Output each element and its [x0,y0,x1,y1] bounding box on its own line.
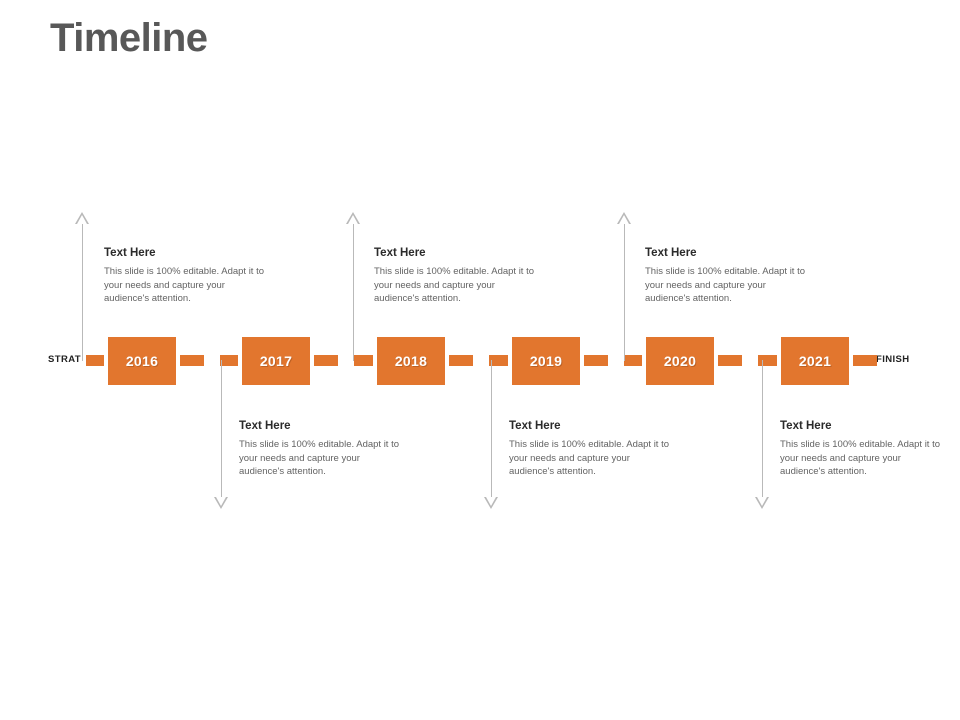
rail-dash [176,355,204,366]
milestone-box-2019[interactable]: 2019 [512,337,580,385]
rail-dash [310,355,338,366]
connector-stem-down [221,360,222,497]
milestone-year-label: 2017 [259,353,293,369]
milestone-year-label: 2020 [663,353,697,369]
callout-heading: Text Here [239,420,291,432]
arrow-up-icon [617,212,631,224]
callout-heading: Text Here [780,420,832,432]
milestone-box-2021[interactable]: 2021 [781,337,849,385]
callout-body: This slide is 100% editable. Adapt it to… [374,266,535,304]
callout-heading: Text Here [104,247,156,259]
timeline-start-label: STRAT [48,354,81,365]
callout-heading: Text Here [509,420,561,432]
rail-dash [758,355,786,366]
callout-heading: Text Here [645,247,697,259]
rail-dash [624,355,652,366]
rail-dash [445,355,473,366]
timeline-finish-label: FINISH [876,354,910,365]
callout-below-2021: Text Here This slide is 100% editable. A… [780,419,948,479]
rail-dash [849,355,877,366]
arrow-down-icon [755,497,769,509]
callout-below-2017: Text Here This slide is 100% editable. A… [239,419,407,479]
callout-above-2016: Text Here This slide is 100% editable. A… [104,246,272,306]
callout-body: This slide is 100% editable. Adapt it to… [645,266,806,304]
connector-stem-down [762,360,763,497]
arrow-down-icon [214,497,228,509]
connector-stem-down [491,360,492,497]
connector-stem-up [353,224,354,361]
arrow-up-icon [346,212,360,224]
connector-stem-up [624,224,625,361]
page-title: Timeline [50,16,208,60]
milestone-year-label: 2021 [798,353,832,369]
milestone-box-2020[interactable]: 2020 [646,337,714,385]
callout-body: This slide is 100% editable. Adapt it to… [239,439,400,477]
callout-above-2018: Text Here This slide is 100% editable. A… [374,246,542,306]
rail-dash [86,355,114,366]
milestone-year-label: 2016 [125,353,159,369]
milestone-box-2016[interactable]: 2016 [108,337,176,385]
rail-dash [714,355,742,366]
callout-above-2020: Text Here This slide is 100% editable. A… [645,246,813,306]
arrow-up-icon [75,212,89,224]
connector-stem-up [82,224,83,361]
milestone-year-label: 2019 [529,353,563,369]
milestone-box-2018[interactable]: 2018 [377,337,445,385]
arrow-down-icon [484,497,498,509]
callout-body: This slide is 100% editable. Adapt it to… [104,266,265,304]
rail-dash [354,355,382,366]
callout-below-2019: Text Here This slide is 100% editable. A… [509,419,677,479]
callout-body: This slide is 100% editable. Adapt it to… [509,439,670,477]
callout-body: This slide is 100% editable. Adapt it to… [780,439,941,477]
milestone-box-2017[interactable]: 2017 [242,337,310,385]
rail-dash [580,355,608,366]
rail-dash [220,355,248,366]
callout-heading: Text Here [374,247,426,259]
milestone-year-label: 2018 [394,353,428,369]
rail-dash [489,355,517,366]
